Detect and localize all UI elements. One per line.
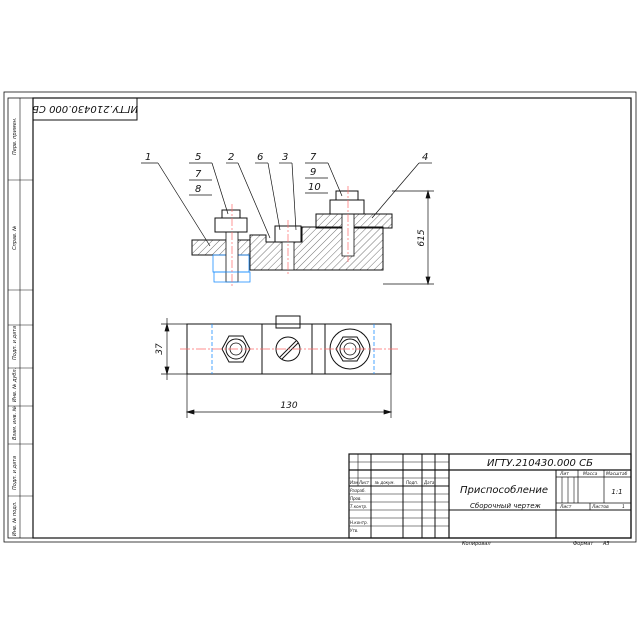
- callout-2: 2: [228, 152, 234, 163]
- dim-height: 615: [417, 229, 427, 246]
- tb-head-ndoc: № докум.: [374, 480, 395, 485]
- callout-9: 9: [310, 167, 316, 178]
- tb-head-podp: Подп.: [406, 480, 418, 485]
- tb-col-lit: Лит: [559, 471, 569, 477]
- footer-format-value: A3: [602, 541, 610, 547]
- rotated-designation-box: ИГТУ.210430.000 СБ: [32, 97, 138, 121]
- callout-4: 4: [422, 152, 428, 163]
- tb-role-nkontr: Н.контр.: [350, 520, 368, 525]
- callout-8: 8: [195, 184, 201, 195]
- tb-sheets: Листов: [591, 504, 609, 510]
- tb-name: Приспособление: [460, 484, 548, 496]
- strip-label-6: Подп. и дата: [12, 456, 18, 490]
- side-strip: Перв. примен. Справ. № Подп. и дата Инв.…: [7, 97, 34, 539]
- callouts: [141, 162, 432, 247]
- height-dimension: [383, 189, 434, 286]
- length-dimension: [185, 374, 393, 418]
- callout-7a: 7: [195, 169, 202, 180]
- tb-head-data: Дата: [423, 480, 435, 485]
- tb-sheets-value: 1: [622, 504, 625, 510]
- tb-sheet: Лист: [559, 504, 572, 510]
- top-slot: [275, 315, 301, 329]
- dim-width: 37: [155, 343, 165, 355]
- strip-label-7: Инв. № подл.: [12, 502, 18, 537]
- right-nut: [329, 199, 365, 215]
- tb-role-prov: Пров.: [350, 496, 362, 501]
- tb-role-razrab: Разраб.: [350, 488, 366, 493]
- tb-head-izm: Изм: [350, 480, 358, 485]
- main-body: [249, 226, 384, 271]
- callout-7b: 7: [310, 152, 317, 163]
- tb-scale: 1:1: [611, 488, 622, 496]
- tb-doc-type: Сборочный чертеж: [470, 502, 541, 510]
- left-washer: [221, 209, 241, 219]
- callout-3: 3: [282, 152, 288, 163]
- tb-role-utv: Утв.: [350, 528, 358, 533]
- strip-label-1: Перв. примен.: [12, 117, 18, 155]
- left-nut: [214, 217, 248, 233]
- tb-col-masshtab: Масштаб: [606, 471, 628, 477]
- strip-label-5: Взам. инв. №: [12, 406, 18, 440]
- callout-6: 6: [257, 152, 263, 163]
- front-view: [191, 186, 393, 287]
- tb-col-massa: Масса: [583, 471, 598, 477]
- callout-1: 1: [145, 152, 151, 163]
- footer-format-label: Формат: [573, 541, 594, 547]
- right-washer: [335, 190, 359, 201]
- left-plate: [191, 239, 251, 256]
- footer-copied: Копировал: [462, 541, 491, 547]
- dim-length: 130: [280, 401, 297, 411]
- callout-10: 10: [308, 182, 321, 193]
- title-block: [348, 453, 632, 539]
- callout-labels: 1 5 7 8 2 6 3 7 9 10 4: [145, 152, 428, 195]
- tb-head-list: Лист: [358, 480, 370, 485]
- strip-label-2: Справ. №: [12, 226, 18, 250]
- strip-label-3: Подп. и дата: [12, 326, 18, 360]
- callout-5: 5: [195, 152, 201, 163]
- inner-frame: [32, 97, 632, 539]
- outer-border: [3, 91, 637, 543]
- tb-role-tkontr: Т.контр.: [350, 504, 367, 509]
- strip-label-4: Инв. № дубл.: [12, 368, 18, 402]
- rotated-designation: ИГТУ.210430.000 СБ: [32, 103, 138, 114]
- width-dimension: [161, 318, 187, 380]
- top-view: [180, 315, 398, 375]
- tb-designation: ИГТУ.210430.000 СБ: [487, 458, 593, 469]
